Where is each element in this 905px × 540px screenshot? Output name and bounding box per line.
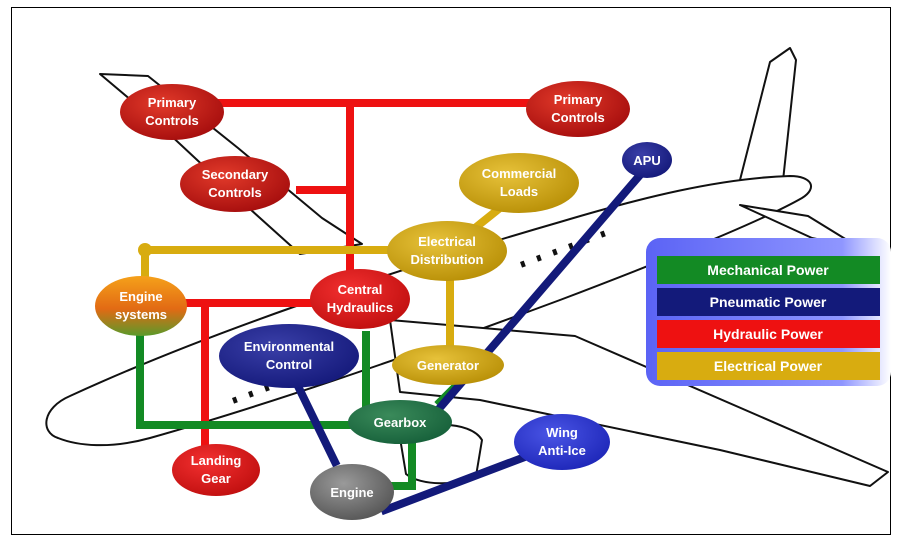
- legend-label: Pneumatic Power: [710, 294, 827, 310]
- node-label: Anti-Ice: [538, 443, 586, 458]
- node-label: Controls: [145, 113, 198, 128]
- node-primary-controls-right: Primary Controls: [526, 81, 630, 137]
- node-generator: Generator: [392, 345, 504, 385]
- node-central-hydraulics: Central Hydraulics: [310, 269, 410, 329]
- electrical-junction: [138, 243, 152, 257]
- node-label: Electrical: [418, 234, 476, 249]
- legend-item-mechanical: Mechanical Power: [657, 256, 880, 284]
- node-commercial-loads: Commercial Loads: [459, 153, 579, 213]
- node-environmental-control: Environmental Control: [219, 324, 359, 388]
- node-label: Controls: [551, 110, 604, 125]
- node-label: systems: [115, 307, 167, 322]
- node-wing-anti-ice: Wing Anti-Ice: [514, 414, 610, 470]
- legend-label: Hydraulic Power: [713, 326, 823, 342]
- node-label: Environmental: [244, 339, 334, 354]
- node-label: Primary: [554, 92, 603, 107]
- node-label: Gearbox: [374, 415, 428, 430]
- legend-label: Electrical Power: [714, 358, 823, 374]
- node-secondary-controls: Secondary Controls: [180, 156, 290, 212]
- node-engine: Engine: [310, 464, 394, 520]
- legend-item-electrical: Electrical Power: [657, 352, 880, 380]
- node-label: Control: [266, 357, 312, 372]
- node-label: APU: [633, 153, 660, 168]
- node-label: Central: [338, 282, 383, 297]
- node-landing-gear: Landing Gear: [172, 444, 260, 496]
- node-primary-controls-left: Primary Controls: [120, 84, 224, 140]
- node-apu: APU: [622, 142, 672, 178]
- node-label: Loads: [500, 184, 538, 199]
- legend-item-pneumatic: Pneumatic Power: [657, 288, 880, 316]
- node-label: Wing: [546, 425, 578, 440]
- node-label: Distribution: [411, 252, 484, 267]
- node-label: Gear: [201, 471, 231, 486]
- node-label: Secondary: [202, 167, 269, 182]
- node-electrical-distribution: Electrical Distribution: [387, 221, 507, 281]
- node-label: Primary: [148, 95, 197, 110]
- node-engine-systems: Engine systems: [95, 276, 187, 336]
- node-gearbox: Gearbox: [348, 400, 452, 444]
- node-label: Hydraulics: [327, 300, 393, 315]
- legend: Mechanical Power Pneumatic Power Hydraul…: [646, 238, 891, 386]
- node-label: Engine: [330, 485, 373, 500]
- node-label: Generator: [417, 358, 479, 373]
- legend-item-hydraulic: Hydraulic Power: [657, 320, 880, 348]
- legend-label: Mechanical Power: [707, 262, 829, 278]
- node-label: Commercial: [482, 166, 556, 181]
- node-label: Controls: [208, 185, 261, 200]
- node-label: Engine: [119, 289, 162, 304]
- node-label: Landing: [191, 453, 242, 468]
